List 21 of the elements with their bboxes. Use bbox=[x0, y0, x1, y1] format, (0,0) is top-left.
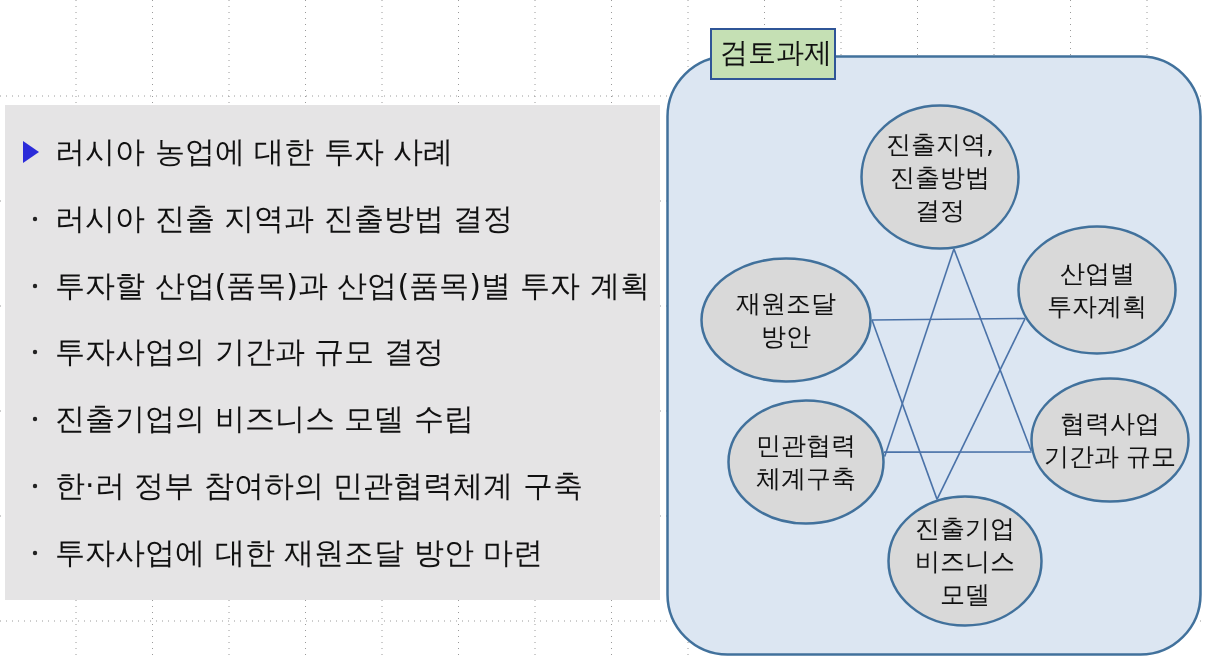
list-item: 투자사업에 대한 재원조달 방안 마련 bbox=[55, 533, 544, 572]
topic-ellipse: 협력사업 기간과 규모 bbox=[1030, 377, 1190, 503]
topic-ellipse: 진출지역, 진출방법 결정 bbox=[860, 104, 1020, 250]
list-item: 한·러 정부 참여하의 민관협력체계 구축 bbox=[55, 467, 583, 505]
list-item: 투자사업의 기간과 규모 결정 bbox=[55, 333, 444, 372]
list-item: 진출기업의 비즈니스 모델 수립 bbox=[55, 400, 474, 439]
connector-line bbox=[953, 248, 1032, 452]
topic-ellipse: 재원조달 방안 bbox=[700, 257, 872, 383]
list-item: 러시아 농업에 대한 투자 사례 bbox=[55, 133, 454, 171]
connector-line bbox=[883, 451, 1033, 453]
connector-line bbox=[936, 317, 1026, 501]
connector-line bbox=[883, 248, 955, 458]
heading-tab: 검토과제 bbox=[710, 28, 836, 80]
text-panel bbox=[5, 105, 660, 600]
connector-line bbox=[871, 317, 1026, 321]
list-item: 러시아 진출 지역과 진출방법 결정 bbox=[55, 199, 514, 238]
topic-ellipse: 진출기업 비즈니스 모델 bbox=[887, 495, 1043, 627]
topic-ellipse: 산업별 투자계획 bbox=[1017, 225, 1177, 355]
topic-ellipse: 민관협력 체계구축 bbox=[727, 399, 885, 525]
list-item: 투자할 산업(품목)과 산업(품목)별 투자 계획 bbox=[55, 266, 650, 305]
connector-line bbox=[871, 319, 938, 501]
